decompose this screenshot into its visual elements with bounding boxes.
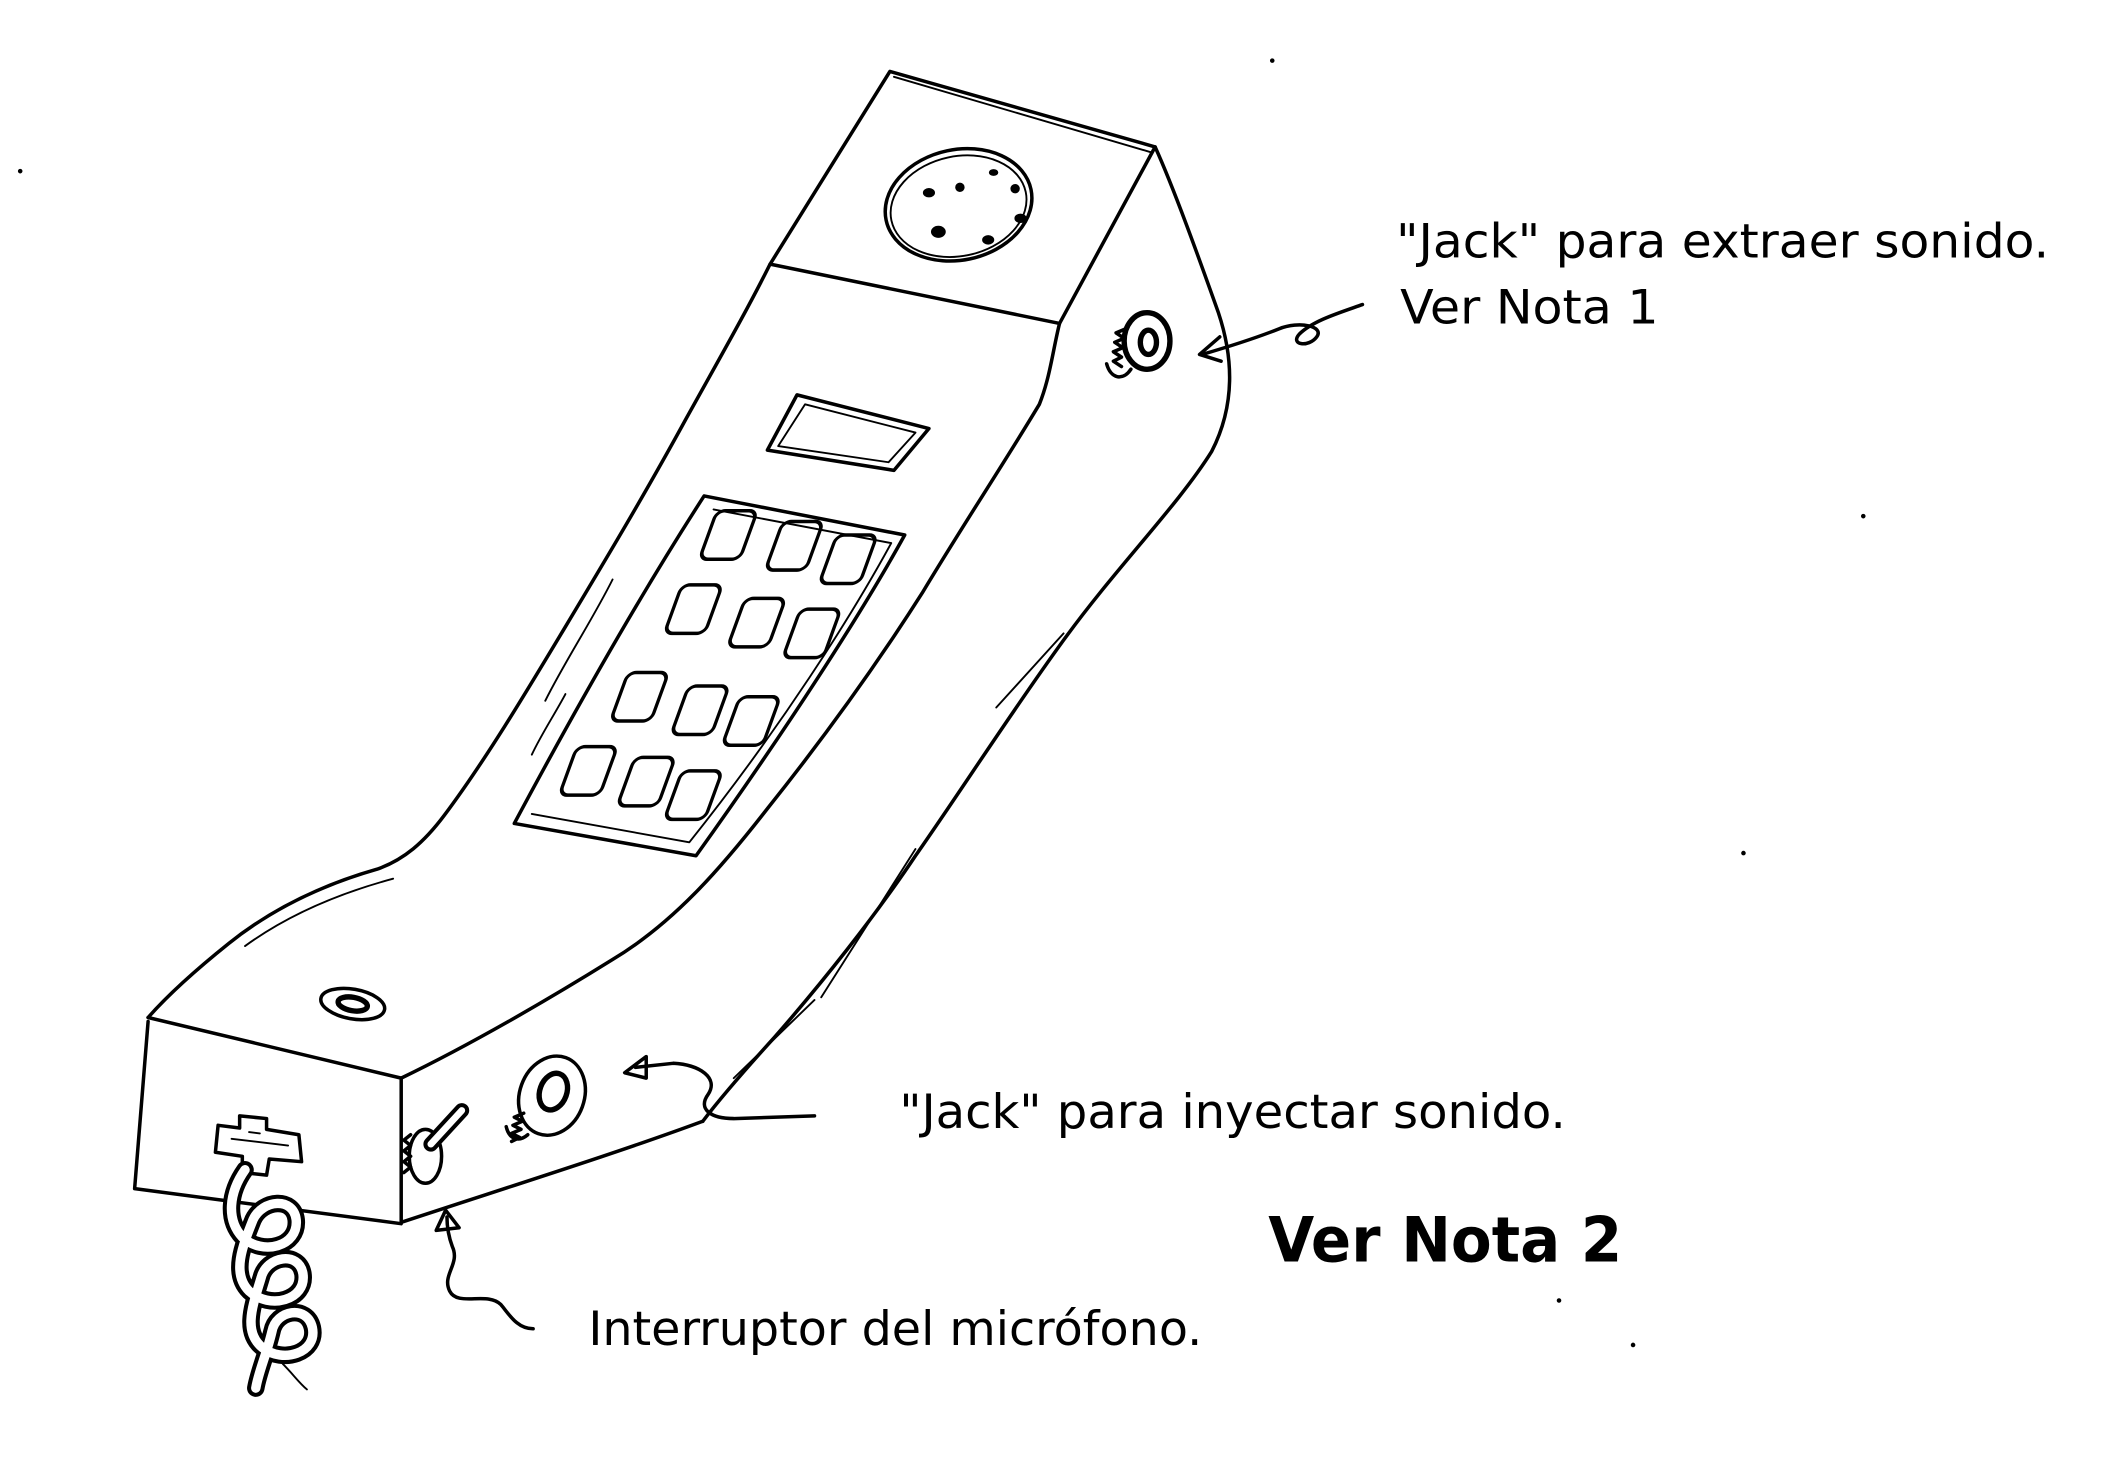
keypad-keys [559, 509, 877, 822]
keypad-key [819, 533, 877, 586]
arrow-to-output-jack [1197, 302, 1365, 363]
mic-switch-label: Interruptor del micrófono. [588, 1302, 1202, 1357]
sketch-line [820, 848, 917, 999]
input-jack-label: "Jack" para inyectar sonido. [899, 1085, 1565, 1140]
keypad-key [728, 596, 786, 649]
arrow-to-mic-switch [434, 1208, 535, 1331]
keypad-key [664, 769, 722, 822]
sketch-line [893, 75, 1153, 154]
handset-right-outline [701, 145, 1232, 1124]
note-1-label: Ver Nota 1 [1400, 280, 1658, 335]
keypad-key [765, 519, 823, 572]
keypad [512, 494, 907, 858]
keypad-key [611, 670, 668, 723]
mouthpiece-end-face [132, 1019, 403, 1226]
paper-specks [17, 58, 1866, 1348]
output-jack-icon [1104, 309, 1173, 379]
sketch-line [530, 693, 567, 756]
coiled-cord [222, 1161, 322, 1397]
keypad-key [783, 607, 841, 660]
handset-bottom-edge [399, 1119, 705, 1225]
mic-switch-icon [402, 1103, 470, 1186]
handset-body [132, 69, 1232, 1226]
input-jack-icon [504, 1054, 588, 1144]
sketch-line [995, 632, 1065, 709]
keypad-key [671, 684, 729, 737]
microphone-hole [319, 986, 387, 1022]
sketch-line [732, 999, 816, 1080]
keypad-key [617, 755, 675, 808]
sketch-line [544, 578, 614, 702]
earpiece-speaker [883, 146, 1034, 263]
sketch-line [244, 877, 395, 948]
cord-connector-icon [213, 1114, 304, 1177]
keypad-key [722, 694, 780, 748]
note-2-label: Ver Nota 2 [1268, 1203, 1622, 1276]
arrow-to-input-jack [622, 1054, 817, 1121]
display-screen [765, 393, 931, 473]
earpiece-top-face [768, 69, 1157, 326]
front-face-bottom-edge [146, 1015, 403, 1080]
keypad-key [699, 509, 757, 562]
keypad-key [559, 744, 617, 797]
handset-front-ridge [399, 321, 1062, 1080]
keypad-key [664, 583, 722, 636]
handset-left-outline [146, 262, 772, 1020]
output-jack-label: "Jack" para extraer sonido. [1396, 214, 2049, 269]
